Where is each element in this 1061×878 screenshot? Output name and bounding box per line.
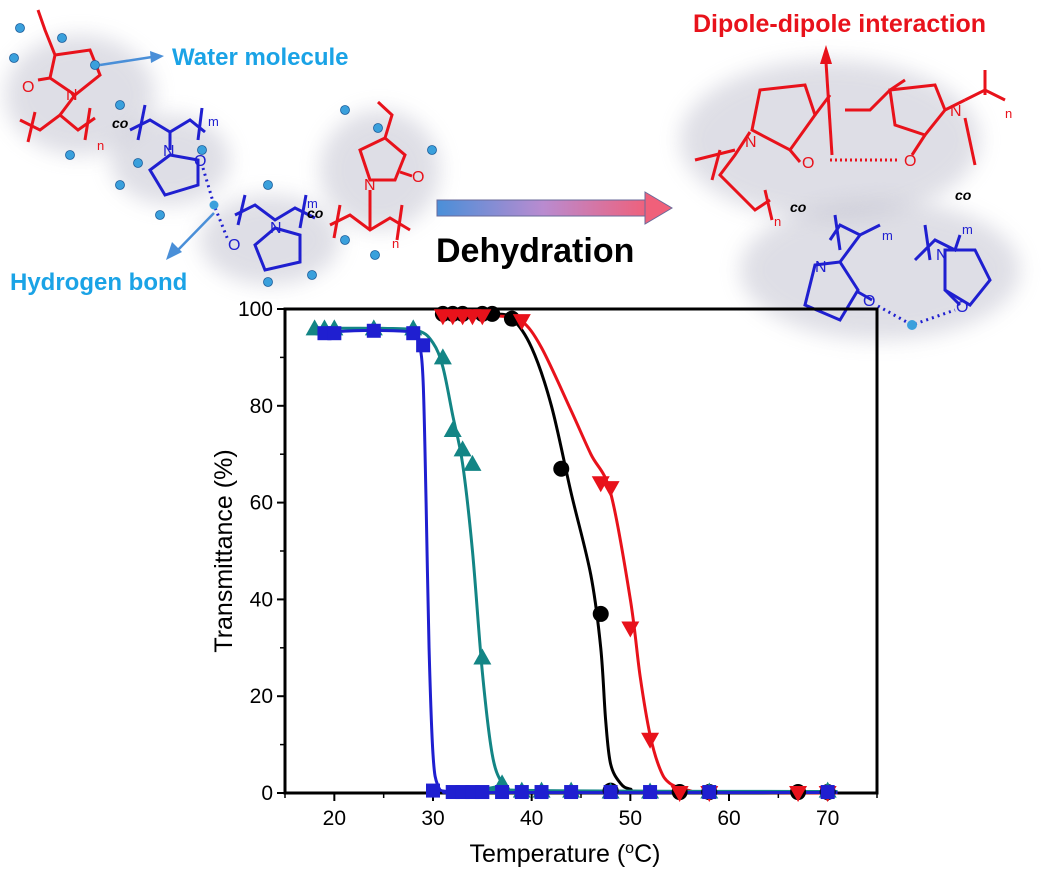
y-axis-label: Transmittance (%) bbox=[210, 449, 238, 652]
data-point-triangle-down bbox=[641, 732, 660, 749]
water-molecule-dots bbox=[9, 23, 437, 287]
oxygen-label-2: O bbox=[194, 153, 206, 170]
dehydration-label: Dehydration bbox=[436, 232, 634, 270]
nitrogen-label-8: N bbox=[936, 247, 948, 264]
data-point-square bbox=[643, 785, 658, 800]
dipole-interaction-label: Dipole-dipole interaction bbox=[693, 10, 986, 38]
data-point-square bbox=[366, 323, 381, 338]
oxygen-label-3: O bbox=[228, 237, 240, 254]
x-tick-label: 30 bbox=[421, 807, 444, 830]
series-curve-triangle-up bbox=[314, 326, 838, 794]
data-point-triangle-down bbox=[670, 786, 689, 802]
dehydration-arrow: Dehydration bbox=[436, 191, 673, 270]
data-point-triangle-down bbox=[621, 621, 640, 638]
data-point-triangle-down bbox=[473, 309, 492, 326]
data-point-square bbox=[603, 785, 618, 800]
co-label-4: co bbox=[955, 187, 972, 203]
data-point-square bbox=[702, 785, 717, 800]
data-point-square bbox=[820, 785, 835, 800]
nitrogen-label-5: N bbox=[745, 134, 757, 151]
data-point-square bbox=[564, 785, 579, 800]
nitrogen-label-6: N bbox=[950, 103, 962, 120]
data-point-triangle-up bbox=[473, 648, 492, 665]
water-molecule-label: Water molecule bbox=[172, 44, 349, 71]
nitrogen-label-7: N bbox=[815, 259, 827, 276]
oxygen-label-5: O bbox=[802, 155, 814, 172]
m-subscript-2: m bbox=[307, 196, 318, 211]
oxygen-label-8: O bbox=[956, 299, 968, 316]
oxygen-label-4: O bbox=[412, 169, 424, 186]
nitrogen-label-3: N bbox=[270, 220, 282, 237]
x-tick-label: 50 bbox=[619, 807, 642, 830]
series-curve-triangle-down bbox=[442, 314, 838, 795]
data-point-triangle-up bbox=[443, 421, 462, 437]
x-tick-label: 40 bbox=[520, 807, 543, 830]
y-tick-label: 60 bbox=[250, 492, 273, 515]
y-tick-label: 100 bbox=[238, 298, 273, 321]
n-subscript-3: n bbox=[774, 214, 781, 229]
plot-frame bbox=[283, 307, 879, 795]
y-tick-label: 80 bbox=[250, 395, 273, 418]
data-point-triangle-down bbox=[601, 481, 620, 498]
data-point-triangle-up bbox=[433, 348, 452, 365]
nitrogen-label-2: N bbox=[163, 143, 175, 160]
data-point-circle bbox=[592, 605, 609, 622]
data-point-triangle-up bbox=[453, 440, 472, 457]
y-tick-label: 0 bbox=[261, 782, 273, 805]
oxygen-label-7: O bbox=[863, 293, 875, 310]
data-point-square bbox=[406, 326, 421, 341]
co-label-1: co bbox=[112, 115, 129, 131]
n-subscript-1: n bbox=[97, 138, 104, 153]
m-subscript-4: m bbox=[962, 222, 973, 237]
series-curve-square bbox=[314, 328, 838, 795]
m-subscript-3: m bbox=[882, 228, 893, 243]
x-tick-label: 20 bbox=[323, 807, 346, 830]
series-markers bbox=[305, 305, 837, 802]
data-point-square bbox=[514, 785, 529, 800]
n-subscript-2: n bbox=[392, 236, 399, 251]
oxygen-label-6: O bbox=[904, 153, 916, 170]
data-point-triangle-down bbox=[512, 314, 531, 331]
transmittance-chart: 20 30 40 50 60 70 0 20 40 60 80 100 Temperature (oC… bbox=[210, 298, 879, 868]
x-tick-label: 60 bbox=[717, 807, 740, 830]
x-tick-label: 70 bbox=[816, 807, 839, 830]
data-point-square bbox=[475, 785, 490, 800]
co-label-2: co bbox=[307, 205, 324, 221]
data-point-square bbox=[327, 326, 342, 341]
x-axis-label: Temperature (oC) bbox=[470, 840, 661, 868]
y-tick-label: 20 bbox=[250, 685, 273, 708]
hydrogen-bond-label: Hydrogen bond bbox=[10, 269, 187, 296]
data-point-circle bbox=[553, 460, 570, 477]
series-curves bbox=[314, 311, 838, 795]
nitrogen-label-1: N bbox=[66, 87, 78, 104]
data-point-square bbox=[534, 785, 549, 800]
y-tick-label: 40 bbox=[250, 588, 273, 611]
n-subscript-4: n bbox=[1005, 106, 1012, 121]
data-point-square bbox=[416, 338, 431, 353]
co-label-3: co bbox=[790, 199, 807, 215]
hydrated-polymer-illustration: O N n co N O m N O m co bbox=[5, 9, 440, 296]
oxygen-label-1: O bbox=[22, 79, 34, 96]
m-subscript-1: m bbox=[208, 114, 219, 129]
data-point-triangle-up bbox=[463, 454, 482, 471]
data-point-square bbox=[495, 785, 510, 800]
series-curve-circle bbox=[442, 311, 838, 794]
data-point-triangle-down bbox=[591, 476, 610, 493]
dehydrated-polymer-illustration: Dipole-dipole interaction N O n co bbox=[680, 10, 1020, 340]
data-point-square bbox=[426, 783, 440, 798]
data-point-triangle-down bbox=[789, 786, 808, 802]
nitrogen-label-4: N bbox=[364, 177, 376, 194]
